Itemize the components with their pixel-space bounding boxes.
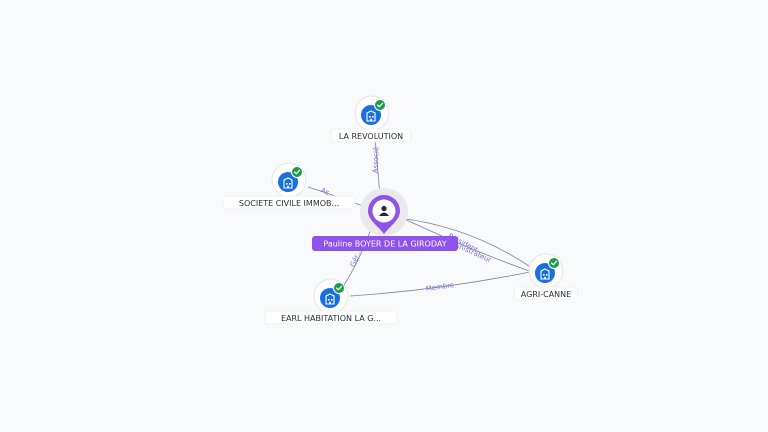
verified-check-icon <box>291 166 303 178</box>
building-icon <box>366 110 376 122</box>
company-name: EARL HABITATION LA G... <box>281 314 381 323</box>
company-node-agri-canne[interactable]: AGRI-CANNE <box>514 253 578 301</box>
building-icon <box>325 293 335 305</box>
company-badge <box>278 172 298 192</box>
label-background <box>264 310 398 325</box>
label-background <box>222 195 356 210</box>
company-node-la-revolution[interactable]: LA REVOLUTION <box>331 95 411 143</box>
company-badge <box>535 263 555 283</box>
relation-edge[interactable]: Gér... <box>343 225 373 286</box>
person-name: Pauline BOYER DE LA GIRODAY <box>323 240 446 249</box>
verified-check-icon <box>548 257 560 269</box>
person-label: Pauline BOYER DE LA GIRODAY <box>312 236 458 251</box>
company-label: SOCIETE CIVILE IMMOB... <box>222 195 356 210</box>
edge-line <box>397 215 533 273</box>
edge-label: Associé <box>372 147 381 174</box>
user-icon <box>379 205 389 216</box>
edge-line <box>343 225 373 286</box>
company-name: SOCIETE CIVILE IMMOB... <box>239 199 339 208</box>
label-background <box>514 286 578 301</box>
building-icon <box>283 177 293 189</box>
edges-layer: AssociéAs...Gér...PrésidentAdministrateu… <box>307 125 533 297</box>
company-node-earl-habitation[interactable]: EARL HABITATION LA G... <box>264 278 398 325</box>
relation-edge[interactable]: Membre <box>349 271 531 297</box>
person-label-background <box>312 236 458 251</box>
company-label: LA REVOLUTION <box>331 128 411 143</box>
verified-check-icon <box>374 99 386 111</box>
edge-label: Membre <box>425 281 454 293</box>
verified-check-icon <box>333 282 345 294</box>
label-background <box>331 128 411 143</box>
company-badge <box>320 288 340 308</box>
company-name: LA REVOLUTION <box>339 132 403 141</box>
edge-line <box>349 271 531 297</box>
nodes-layer: LA REVOLUTION SOCIETE CIVILE IMMOB... EARL… <box>222 95 578 325</box>
person-node[interactable]: Pauline BOYER DE LA GIRODAY <box>312 188 458 251</box>
company-badge <box>361 105 381 125</box>
company-label: AGRI-CANNE <box>514 286 578 301</box>
company-label: EARL HABITATION LA G... <box>264 310 398 325</box>
building-icon <box>540 268 550 280</box>
company-node-societe-civile[interactable]: SOCIETE CIVILE IMMOB... <box>222 162 356 210</box>
edge-line <box>397 217 533 269</box>
company-name: AGRI-CANNE <box>521 290 571 299</box>
